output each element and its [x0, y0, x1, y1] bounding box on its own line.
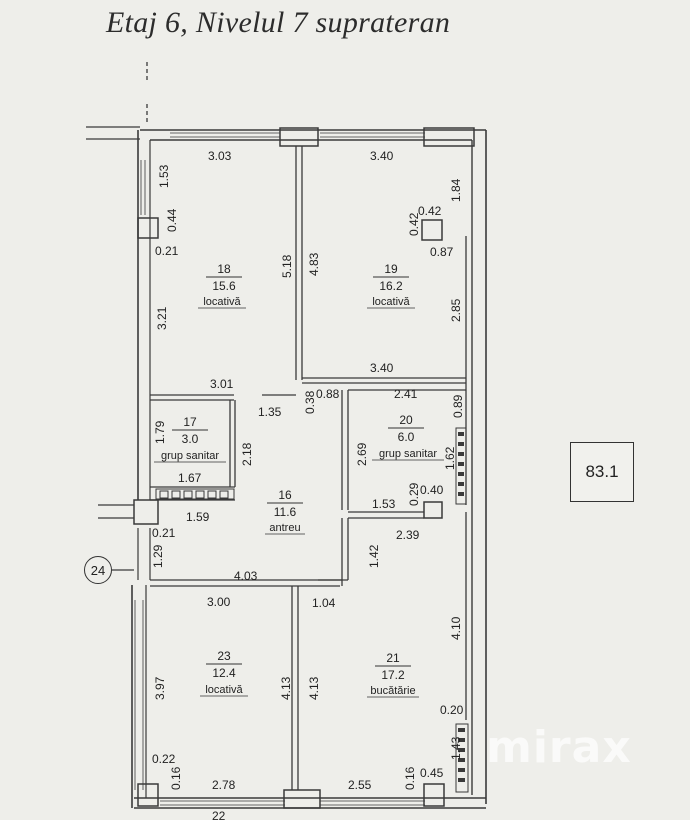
room-23-area: 12.4	[212, 666, 236, 680]
room-19-number: 19	[384, 262, 398, 276]
dim-label: 2.18	[240, 442, 254, 466]
dim-label: 1.43	[449, 736, 463, 760]
dim-label: 1.62	[443, 446, 457, 470]
room-19-area: 16.2	[379, 279, 403, 293]
room-23-label: locativă	[205, 684, 243, 696]
dim-label: 1.59	[186, 510, 210, 524]
room-18-label: locativă	[203, 296, 241, 308]
room-21-label: bucătărie	[370, 685, 415, 697]
room-18-number: 18	[217, 262, 231, 276]
axis-marker-label: 24	[90, 562, 106, 578]
dim-label: 0.22	[152, 752, 176, 766]
dim-label: 0.29	[407, 482, 421, 506]
dim-label: 1.29	[151, 544, 165, 568]
dim-label: 2.78	[212, 778, 236, 792]
room-21-number: 21	[386, 651, 400, 665]
dim-label: 0.89	[451, 394, 465, 418]
dim-label: 0.87	[430, 245, 454, 259]
room-17-label: grup sanitar	[161, 450, 219, 462]
dim-label: 0.42	[418, 204, 442, 218]
dim-label: 0.21	[152, 526, 176, 540]
plan-title: Etaj 6, Nivelul 7 suprateran	[106, 6, 451, 39]
dim-label: 0.21	[155, 244, 179, 258]
dim-label: 3.00	[207, 595, 231, 609]
dim-label: 0.38	[303, 390, 317, 414]
dim-label: 5.18	[280, 254, 294, 278]
axis-marker: 24	[84, 556, 112, 584]
room-19-label: locativă	[372, 296, 410, 308]
room-17-number: 17	[183, 415, 197, 429]
dim-label: 1.53	[157, 164, 171, 188]
room-16-number: 16	[278, 488, 292, 502]
dim-label: 1.04	[312, 596, 336, 610]
dim-label: 2.55	[348, 778, 372, 792]
dim-label: 0.45	[420, 766, 444, 780]
room-20-label: grup sanitar	[379, 448, 437, 460]
total-area-box: 83.1	[570, 442, 634, 502]
room-20-number: 20	[399, 413, 413, 427]
dim-label: 3.40	[370, 361, 394, 375]
room-20-area: 6.0	[398, 430, 415, 444]
dim-label: 3.01	[210, 377, 234, 391]
dim-label: 1.79	[153, 420, 167, 444]
room-16-area: 11.6	[274, 505, 297, 519]
room-18-area: 15.6	[212, 279, 236, 293]
dim-label: 3.21	[155, 306, 169, 330]
dim-label: 0.40	[420, 483, 444, 497]
room-23-number: 23	[217, 649, 231, 663]
dim-label: 2.69	[355, 442, 369, 466]
total-area-value: 83.1	[585, 462, 619, 481]
dim-label: 4.03	[234, 569, 258, 583]
dim-label: 3.40	[370, 149, 394, 163]
dim-label: 22	[212, 809, 226, 820]
dim-label: 0.20	[440, 703, 464, 717]
dim-label: 0.16	[403, 766, 417, 790]
dim-label: 4.13	[279, 676, 293, 700]
dim-label: 1.53	[372, 497, 396, 511]
dim-label: 1.67	[178, 471, 202, 485]
room-16-label: antreu	[269, 522, 300, 534]
dim-label: 2.41	[394, 387, 418, 401]
dim-label: 4.13	[307, 676, 321, 700]
dim-label: 0.16	[169, 766, 183, 790]
dim-label: 0.88	[316, 387, 340, 401]
room-21-area: 17.2	[381, 668, 405, 682]
dim-label: 4.83	[307, 252, 321, 276]
dim-label: 2.85	[449, 298, 463, 322]
watermark-logo: mirax	[486, 722, 632, 773]
dim-label: 1.42	[367, 544, 381, 568]
dim-label: 3.97	[153, 676, 167, 700]
dim-label: 1.84	[449, 178, 463, 202]
room-17-area: 3.0	[182, 432, 199, 446]
dim-label: 4.10	[449, 616, 463, 640]
dim-label: 2.39	[396, 528, 420, 542]
dim-label: 1.35	[258, 405, 282, 419]
dim-label: 3.03	[208, 149, 232, 163]
dim-label: 0.42	[407, 212, 421, 236]
dim-label: 0.44	[165, 208, 179, 232]
